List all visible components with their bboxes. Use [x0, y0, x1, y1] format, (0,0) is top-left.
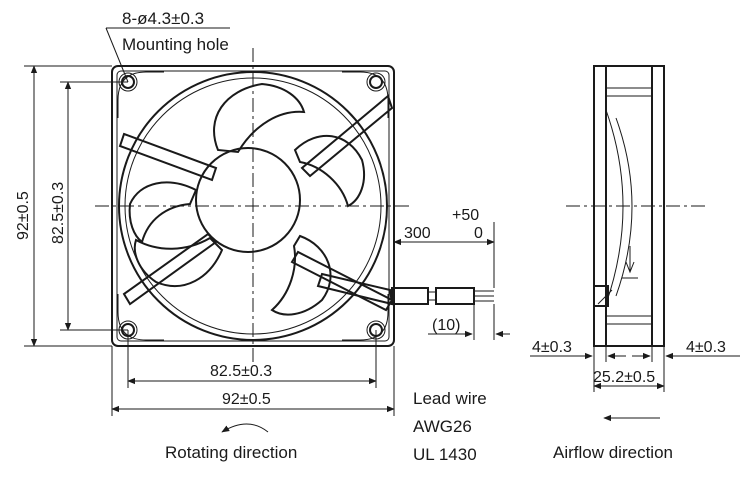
height-dimensions: 92±0.5 82.5±0.3	[15, 65, 128, 347]
side-view	[566, 65, 706, 347]
height-inner-label: 82.5±0.3	[50, 182, 67, 244]
strip-length-label: (10)	[432, 317, 460, 334]
width-outer-label: 92±0.5	[222, 391, 271, 408]
airflow-mark-icon	[625, 246, 635, 274]
ul-label: UL 1430	[413, 445, 477, 464]
rotating-direction-label: Rotating direction	[165, 443, 297, 462]
mounting-hole-callout: 8-ø4.3±0.3 Mounting hole	[105, 9, 230, 83]
awg-label: AWG26	[413, 417, 472, 436]
front-view	[95, 48, 494, 362]
lead-length-label: 300	[404, 225, 431, 242]
rotation-arrow-icon	[221, 423, 269, 433]
airflow-direction: Airflow direction	[553, 414, 673, 462]
mounting-spec-label: 8-ø4.3±0.3	[122, 9, 204, 28]
rotating-direction: Rotating direction	[165, 423, 297, 462]
fan-blades	[128, 82, 366, 316]
venturi-ring	[118, 71, 388, 341]
lead-wire-bundle	[316, 272, 494, 306]
flange-left-label: 4±0.3	[532, 339, 572, 356]
depth-label: 25.2±0.5	[593, 369, 655, 386]
side-dimensions: 4±0.3 4±0.3 25.2±0.5	[530, 339, 740, 392]
lead-wire-spec: Lead wire AWG26 UL 1430	[413, 389, 487, 464]
lead-tolerance-plus: +50	[452, 207, 479, 224]
fan-hub	[195, 147, 301, 253]
lead-length-dimension: 300 +50 0 (10)	[393, 207, 510, 340]
side-wire-outlet	[593, 285, 609, 307]
flange-right-label: 4±0.3	[686, 339, 726, 356]
lead-wire-label: Lead wire	[413, 389, 487, 408]
mounting-hole-icon	[369, 75, 383, 89]
mounting-hole-label: Mounting hole	[122, 35, 229, 54]
height-outer-label: 92±0.5	[15, 191, 32, 240]
lead-tolerance-zero: 0	[474, 225, 483, 242]
width-dimensions: 82.5±0.3 92±0.5	[111, 330, 395, 416]
airflow-direction-label: Airflow direction	[553, 443, 673, 462]
width-inner-label: 82.5±0.3	[210, 363, 272, 380]
